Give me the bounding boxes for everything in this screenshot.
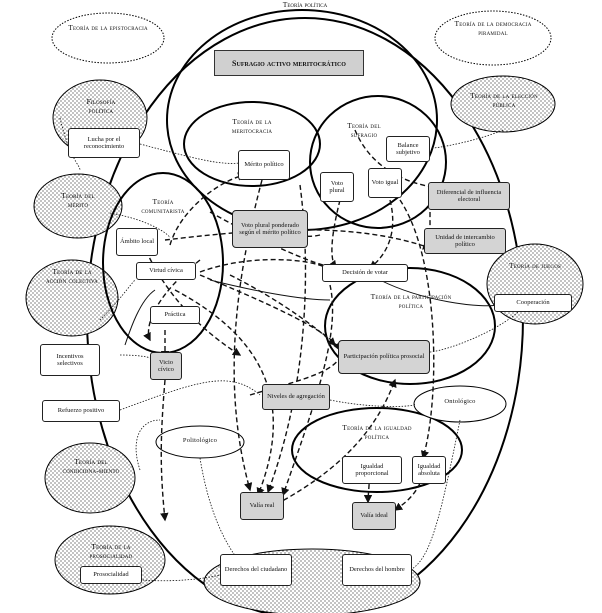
participacion-ellipse xyxy=(324,267,496,385)
node-cooperacion: Cooperación xyxy=(494,294,572,312)
node-niveles-agregacion: Niveles de agregación xyxy=(262,384,330,410)
democracia-piramidal-ellipse xyxy=(434,10,552,66)
node-virtud-civica: Virtud cívica xyxy=(136,262,196,280)
node-decision-votar: Decisión de votar xyxy=(322,264,408,282)
node-ambito-local: Ámbito local xyxy=(116,228,158,256)
node-unidad-intercambio: Unidad de intercambio político xyxy=(424,228,506,254)
accion-colectiva-ellipse xyxy=(25,259,119,337)
node-derechos-ciudadano: Derechos del ciudadano xyxy=(220,554,292,586)
node-balance-subjetivo: Balance subjetivo xyxy=(386,136,430,162)
juegos-ellipse xyxy=(486,243,584,325)
central-title: Sufragio activo meritocrático xyxy=(214,50,364,76)
node-voto-plural-ponderado: Voto plural ponderado según el mérito po… xyxy=(232,210,308,248)
node-derechos-hombre: Derechos del hombre xyxy=(342,554,412,586)
condicionamiento-ellipse xyxy=(44,442,136,514)
node-lucha-reconocimiento: Lucha por el reconocimiento xyxy=(68,128,140,158)
politologico-ellipse xyxy=(155,425,245,459)
merito-ellipse xyxy=(33,173,123,239)
node-merito-politico: Mérito político xyxy=(238,150,290,180)
ontologico-ellipse xyxy=(413,385,507,423)
node-diferencial-influencia: Diferencial de influencia electoral xyxy=(428,182,510,210)
epistocracia-ellipse xyxy=(51,12,165,64)
sufragio-ellipse xyxy=(309,95,447,229)
node-igualdad-absoluta: Igualdad absoluta xyxy=(412,456,446,484)
node-valia-real: Valía real xyxy=(240,492,284,520)
node-incentivos-selectivos: Incentivos selectivos xyxy=(40,344,100,376)
node-refuerzo-positivo: Refuerzo positivo xyxy=(42,400,120,422)
node-prosocialidad: Prosocialidad xyxy=(80,566,142,584)
node-practica: Práctica xyxy=(150,306,200,324)
node-valia-ideal: Valía ideal xyxy=(352,502,396,530)
node-igualdad-proporcional: Igualdad proporcional xyxy=(342,456,402,484)
outer-theory-title: Teoría política xyxy=(282,0,328,9)
eleccion-publica-ellipse xyxy=(450,75,556,133)
node-participacion-prosocial: Participación política prosocial xyxy=(338,340,430,374)
igualdad-ellipse xyxy=(291,407,463,493)
node-vicio-civico: Vicio cívico xyxy=(150,352,182,380)
node-voto-igual: Voto igual xyxy=(368,168,402,198)
node-voto-plural: Voto plural xyxy=(320,172,354,202)
